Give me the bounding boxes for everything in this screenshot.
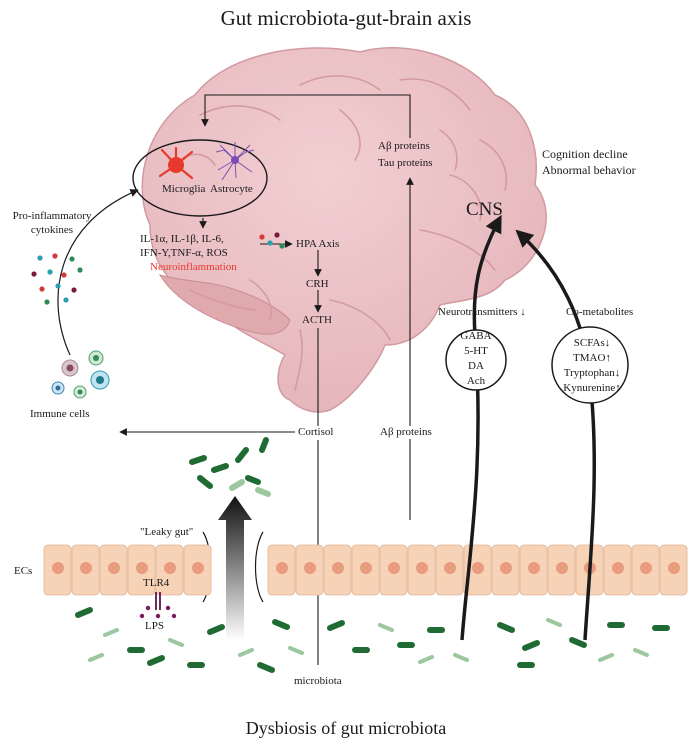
neurotransmitter-da: DA (468, 360, 484, 372)
bacterium (257, 662, 275, 673)
cell-nucleus (164, 562, 176, 574)
cell-nucleus (80, 562, 92, 574)
cell-nucleus (52, 562, 64, 574)
diagram-footer: Dysbiosis of gut microbiota (245, 718, 447, 738)
cell-nucleus (444, 562, 456, 574)
cell-nucleus (276, 562, 288, 574)
cell-nucleus (332, 562, 344, 574)
cell-nucleus (192, 562, 204, 574)
cytokines-list-line2: IFN-Y,TNF-α, ROS (140, 247, 228, 259)
brain-illustration (141, 47, 547, 413)
microglia-label: Microglia (162, 183, 206, 195)
cell-nucleus (388, 562, 400, 574)
abeta-proteins-gut-label: Aβ proteins (380, 426, 432, 439)
lps-label: LPS (145, 620, 164, 632)
cometabolite-tmao: TMAO↑ (573, 352, 611, 364)
bacterium (327, 620, 345, 631)
acth-label: ACTH (302, 314, 332, 326)
cell-nucleus (612, 562, 624, 574)
cell-nucleus (136, 562, 148, 574)
bacterium (272, 619, 290, 630)
cell-nucleus (360, 562, 372, 574)
cytokines-list-line1: IL-1α, IL-1β, IL-6, (140, 233, 224, 245)
bacterium (147, 655, 165, 666)
gut-bacteria (75, 607, 670, 673)
bacterium (453, 653, 469, 662)
cell-nucleus (108, 562, 120, 574)
bacterium (75, 607, 93, 618)
bacterium (378, 623, 394, 632)
microbiota-label: microbiota (294, 675, 342, 687)
hpa-axis-label: HPA Axis (296, 238, 340, 250)
glia-ellipse (132, 139, 268, 217)
cns-label: CNS (466, 199, 503, 220)
bacterium (288, 646, 304, 655)
bacterium (238, 648, 254, 657)
neurotransmitter-pathway (445, 214, 507, 641)
leaky-gut-label: "Leaky gut" (140, 526, 194, 538)
microglia-cell-icon (158, 146, 194, 180)
immune-cells-label: Immune cells (30, 408, 90, 420)
cell-nucleus (416, 562, 428, 574)
pro-inflammatory-cytokine-dots (31, 253, 83, 305)
bacterium (168, 638, 184, 647)
bacterium (207, 624, 225, 635)
cometabolite-scfas: SCFAs↓ (573, 337, 611, 349)
pro-inflammatory-label-line1: Pro-inflammatory (12, 210, 92, 222)
cometabolite-kynurenine: Kynurenine↑ (563, 382, 621, 394)
cell-nucleus (640, 562, 652, 574)
tau-proteins-label: Tau proteins (378, 157, 433, 169)
up-arrow-icon: ↑ (615, 382, 621, 394)
down-arrow-icon: ↓ (614, 367, 621, 379)
cortisol-label: Cortisol (298, 426, 334, 439)
ecs-label: ECs (14, 565, 33, 577)
tlr4-receptor-icon (139, 592, 177, 619)
translocated-bacteria (189, 437, 271, 497)
pro-inflammatory-label-line2: cytokines (30, 224, 74, 236)
immune-cells-cluster (51, 350, 110, 399)
outcome-cognition-decline: Cognition decline (542, 147, 628, 161)
outcome-abnormal-behavior: Abnormal behavior (542, 163, 636, 177)
diagram-title: Gut microbiota-gut-brain axis (220, 6, 472, 30)
bacterium (546, 618, 562, 627)
down-arrow-icon: ↓ (517, 306, 526, 318)
epithelium-layer (43, 544, 688, 596)
astrocyte-label: Astrocyte (210, 183, 253, 195)
cell-nucleus (472, 562, 484, 574)
tlr4-label: TLR4 (143, 577, 170, 589)
bacterium (497, 622, 515, 633)
cytokine-dots-brain (259, 232, 285, 249)
bacterium (88, 653, 104, 662)
cometabolite-tryptophan: Tryptophan↓ (563, 367, 621, 379)
bacterium (569, 637, 587, 648)
down-arrow-icon: ↓ (604, 337, 611, 349)
astrocyte-cell-icon (215, 142, 255, 181)
cell-nucleus (500, 562, 512, 574)
cell-nucleus (556, 562, 568, 574)
cell-nucleus (528, 562, 540, 574)
neuroinflammation-label: Neuroinflammation (150, 261, 237, 273)
neurotransmitter-5ht: 5-HT (464, 345, 488, 357)
bacterium (522, 640, 540, 651)
neurotransmitter-ach: Ach (466, 375, 486, 387)
bacterium (103, 628, 119, 637)
leaky-gut-arrow (218, 496, 252, 640)
abeta-proteins-brain-label: Aβ proteins (378, 140, 430, 152)
brain-gyri (169, 75, 507, 391)
neurotransmitter-gaba: GABA (460, 330, 492, 342)
immune-loop-arrows (57, 189, 139, 356)
cell-nucleus (304, 562, 316, 574)
neurotransmitters-label: Neurotransmitters ↓ (438, 306, 526, 318)
up-arrow-icon: ↑ (605, 352, 611, 364)
bacterium (633, 648, 649, 657)
cell-nucleus (668, 562, 680, 574)
crh-label: CRH (306, 278, 329, 290)
bacterium (598, 653, 614, 662)
cometabolite-pathway (515, 229, 629, 641)
bacterium (418, 655, 434, 664)
cometabolites-label: Co-metabolites (566, 306, 634, 318)
